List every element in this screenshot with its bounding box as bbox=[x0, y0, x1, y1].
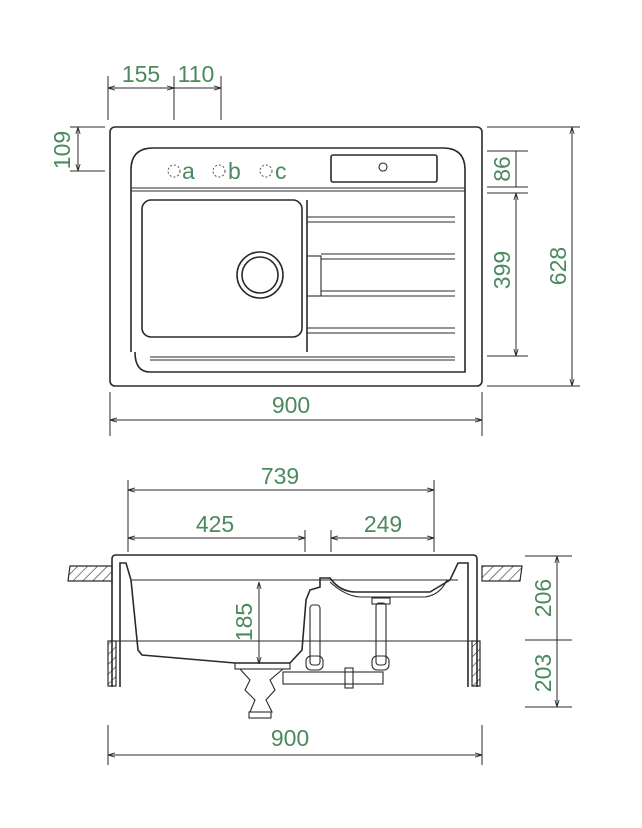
control-knob-icon bbox=[378, 162, 388, 172]
bowl bbox=[141, 199, 303, 338]
countertop-left bbox=[67, 565, 113, 582]
dim-label-739: 739 bbox=[261, 463, 299, 489]
dashed-hole-icon bbox=[212, 164, 226, 178]
drainer-grooves bbox=[307, 216, 455, 334]
dim-label-86: 86 bbox=[489, 156, 515, 182]
dim-label-185: 185 bbox=[231, 603, 257, 641]
tap-hole-b: b bbox=[212, 158, 241, 184]
dim-label-425: 425 bbox=[196, 511, 234, 537]
dim-label-900-side: 900 bbox=[271, 725, 309, 751]
drain-inner bbox=[241, 256, 279, 294]
dim-right: 86 399 628 bbox=[487, 126, 580, 387]
waste-trap bbox=[234, 597, 391, 719]
dim-label-628: 628 bbox=[545, 247, 571, 285]
side-view: 739 425 249 185 bbox=[67, 463, 572, 765]
dim-tap-offset: 155 110 bbox=[107, 61, 222, 120]
overflow-slot bbox=[306, 255, 322, 297]
dim-label-203: 203 bbox=[530, 654, 556, 692]
dim-bowl-height: 185 bbox=[231, 582, 259, 664]
tap-hole-c: c bbox=[259, 158, 287, 184]
top-view: a b c 155 bbox=[49, 61, 580, 436]
dim-label-155: 155 bbox=[122, 61, 160, 87]
tap-hole-label: b bbox=[228, 158, 241, 184]
dim-label-249: 249 bbox=[364, 511, 402, 537]
dim-label-900: 900 bbox=[272, 392, 310, 418]
dim-total-width-top: 900 bbox=[109, 392, 483, 436]
cabinet-right bbox=[471, 640, 481, 687]
tap-hole-label: a bbox=[182, 158, 195, 184]
drainer-basin bbox=[329, 579, 448, 598]
dim-label-109: 109 bbox=[49, 131, 75, 169]
control-panel bbox=[330, 154, 438, 183]
dashed-hole-icon bbox=[167, 164, 181, 178]
tap-hole-label: c bbox=[275, 158, 287, 184]
sink-body bbox=[111, 554, 478, 687]
dim-heights: 206 203 bbox=[525, 555, 572, 708]
dim-label-206: 206 bbox=[530, 579, 556, 617]
dim-label-399: 399 bbox=[489, 251, 515, 289]
tap-hole-a: a bbox=[167, 158, 195, 184]
dim-widths: 739 425 249 bbox=[127, 463, 435, 552]
sink-outline bbox=[109, 126, 483, 387]
dashed-hole-icon bbox=[259, 164, 273, 178]
sink-inner-outline bbox=[130, 147, 466, 373]
drain-outer bbox=[236, 251, 284, 299]
dim-total-width-side: 900 bbox=[107, 725, 483, 765]
dim-label-110: 110 bbox=[178, 61, 215, 87]
dim-tap-from-edge: 109 bbox=[49, 126, 105, 172]
countertop-right bbox=[481, 565, 523, 582]
